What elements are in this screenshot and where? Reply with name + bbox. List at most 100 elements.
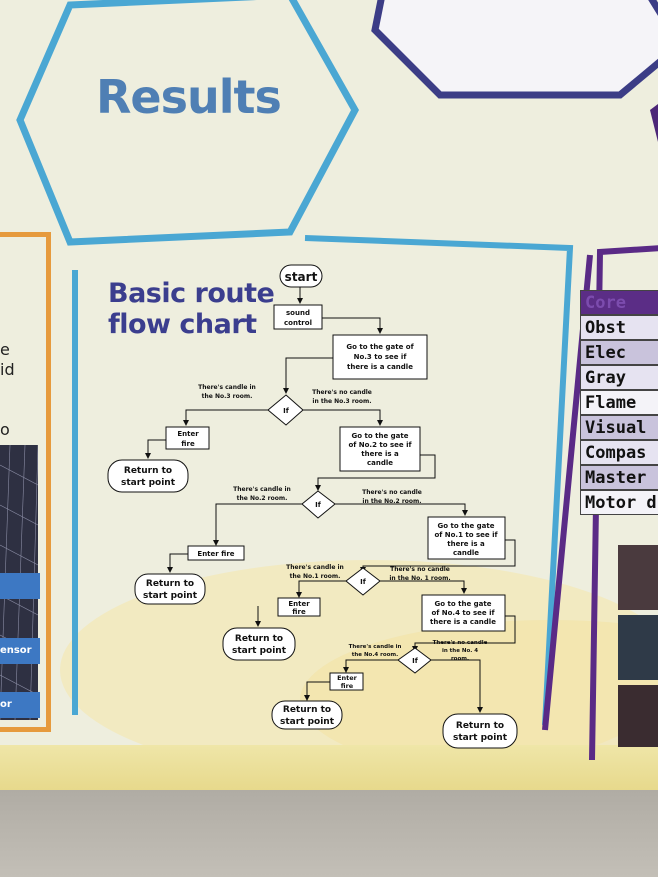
- go-no3-label: there is a candle: [347, 363, 413, 371]
- connector: [213, 503, 302, 546]
- right-table-row: Motor d: [580, 490, 658, 515]
- if-label: If: [360, 578, 367, 586]
- enter-fire-label: Enter: [288, 600, 310, 608]
- node-go-no2: Go to the gate of No.2 to see if there i…: [339, 426, 421, 472]
- return-label: start point: [121, 478, 176, 488]
- connector: [303, 409, 383, 426]
- return-label: Return to: [235, 634, 283, 644]
- enter-fire-label: Enter fire: [197, 550, 234, 558]
- edge-labels-no4: There's candle in the No.4 room. There's…: [349, 640, 488, 662]
- edge-labels-no1: There's candle in the No.1 room. There's…: [286, 564, 450, 582]
- enter-fire-label: Enter: [337, 674, 358, 682]
- left-text-fragment: o: [0, 420, 10, 439]
- right-table-row: Gray: [580, 365, 658, 390]
- connector: [431, 659, 483, 713]
- no-candle-no4-label: in the No. 4: [442, 648, 478, 654]
- node-go-no3: Go to the gate of No.3 to see if there i…: [332, 334, 428, 380]
- right-table-row: Visual: [580, 415, 658, 440]
- decision-no4: If: [397, 647, 432, 674]
- left-text-fragment: e: [0, 340, 10, 359]
- enter-fire-label: fire: [341, 682, 354, 690]
- start-label: start: [285, 270, 318, 284]
- return-label: start point: [280, 717, 335, 727]
- connector: [304, 681, 330, 701]
- connector: [296, 580, 346, 598]
- bottom-band: [0, 745, 658, 790]
- go-no4-label: there is a candle: [430, 618, 496, 626]
- robot-photo: [618, 545, 658, 610]
- candle-no1-label: There's candle in: [286, 564, 344, 571]
- edge-labels-no3: There's candle in the No.3 room. There's…: [198, 384, 372, 405]
- right-table-header: Core: [580, 290, 658, 315]
- go-no1-label: candle: [453, 549, 479, 557]
- right-table-row: Flame: [580, 390, 658, 415]
- results-hexagon: [16, 0, 359, 246]
- no-candle-no2-label: There's no candle: [362, 489, 422, 496]
- flowchart-connectors: [145, 287, 516, 713]
- node-return-4: Return to start point: [271, 700, 343, 730]
- go-no2-label: there is a: [361, 450, 399, 458]
- left-blue-chip: sensor: [0, 638, 40, 664]
- flowchart-heading: Basic route flow chart: [108, 278, 275, 340]
- connector: [343, 659, 398, 673]
- go-no1-label: Go to the gate: [438, 522, 495, 530]
- return-label: Return to: [124, 466, 172, 476]
- candle-no2-label: There's candle in: [233, 486, 291, 493]
- navy-hexagon: [371, 0, 658, 99]
- go-no4-label: Go to the gate: [435, 600, 492, 608]
- if-label: If: [283, 407, 290, 415]
- go-no2-label: candle: [367, 459, 393, 467]
- candle-no3-label: There's candle in: [198, 384, 256, 391]
- right-table-row: Compas: [580, 440, 658, 465]
- node-return-1: Return to start point: [107, 459, 189, 493]
- purple-corner: [650, 104, 658, 142]
- return-label: Return to: [456, 721, 504, 731]
- go-no1-label: of No.1 to see if: [434, 531, 498, 539]
- enter-fire-label: fire: [292, 608, 306, 616]
- no-candle-no1-label: There's no candle: [390, 566, 450, 573]
- floor: [0, 790, 658, 877]
- connector: [335, 503, 468, 516]
- if-label: If: [412, 657, 419, 665]
- go-no3-label: Go to the gate of: [346, 343, 414, 351]
- left-text-fragment: id: [0, 360, 15, 379]
- candle-no1-label: the No.1 room.: [290, 573, 341, 580]
- go-no4-label: of No.4 to see if: [431, 609, 495, 617]
- no-candle-no3-label: in the No.3 room.: [312, 398, 371, 405]
- return-label: Return to: [283, 705, 331, 715]
- no-candle-no3-label: There's no candle: [312, 389, 372, 396]
- left-blue-chip: sor: [0, 692, 40, 718]
- return-label: start point: [453, 733, 508, 743]
- flowchart-panel-frame: [72, 235, 574, 726]
- return-label: start point: [143, 591, 198, 601]
- go-no3-label: No.3 to see if: [354, 353, 408, 361]
- no-candle-no2-label: in the No.2 room.: [362, 498, 421, 505]
- if-label: If: [315, 501, 322, 509]
- go-no2-label: Go to the gate: [352, 432, 409, 440]
- connector: [167, 553, 188, 573]
- decision-no1: If: [345, 567, 381, 596]
- poster: e id o sensor sor Results Basic route fl…: [0, 0, 658, 790]
- go-no2-label: of No.2 to see if: [348, 441, 412, 449]
- results-title: Results: [96, 70, 282, 124]
- connector: [315, 454, 436, 491]
- left-panel-frame: [0, 232, 51, 732]
- node-return-5: Return to start point: [442, 713, 518, 749]
- no-candle-no4-label: room.: [451, 656, 469, 662]
- flowchart: start sound control Go to the gate of No…: [107, 264, 518, 749]
- edge-labels-no2: There's candle in the No.2 room. There's…: [233, 486, 422, 505]
- sound-control-label: sound: [286, 309, 310, 317]
- right-table-row: Elec: [580, 340, 658, 365]
- right-table: Core Obst Elec Gray Flame Visual Compas …: [580, 285, 658, 535]
- no-candle-no4-label: There's no candle: [433, 640, 488, 646]
- connector: [380, 580, 467, 594]
- node-enter-fire-3: Enter fire: [277, 597, 321, 617]
- decision-no3: If: [267, 394, 304, 426]
- connector: [145, 439, 166, 459]
- return-label: Return to: [146, 579, 194, 589]
- left-blue-chip: [0, 573, 40, 599]
- connector: [283, 357, 333, 394]
- connector: [412, 615, 516, 652]
- right-table-row: Obst: [580, 315, 658, 340]
- node-start: start: [279, 264, 323, 288]
